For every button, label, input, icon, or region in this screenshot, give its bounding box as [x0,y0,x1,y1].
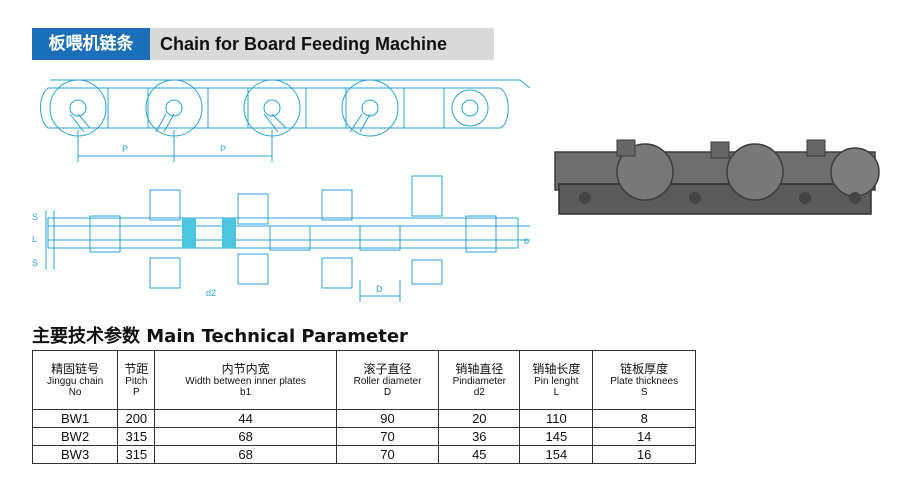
column-header-cn: 滚子直径 [363,362,412,376]
highlight-roller [222,218,236,248]
title-bar: 板喂机链条 Chain for Board Feeding Machine [32,28,494,60]
table-cell: 200 [117,409,156,428]
attachment-plate [237,253,269,285]
highlight-roller [182,218,196,248]
table-cell: 44 [154,409,337,428]
table-cell: 110 [519,409,594,428]
table-cell: 68 [154,445,337,464]
pitch-label: P [220,144,226,154]
attachment-plate [411,259,443,285]
table-cell: 315 [117,427,156,446]
column-header-cn: 销轴直径 [455,362,504,376]
column-header-en: Roller diameter [353,376,422,387]
s-label: S [32,258,38,268]
title-chinese: 板喂机链条 [32,28,150,60]
column-header-cn: 链板厚度 [620,362,669,376]
table-cell: 68 [154,427,337,446]
roller-circles [49,79,489,137]
roller [726,143,784,201]
column-header-en: Width between inner plates [185,376,306,387]
attachment-plate [149,189,181,221]
attachment-plate [321,189,353,221]
column-header-symbol: No [68,387,82,398]
parameters-title: 主要技术参数 Main Technical Parameter [32,326,408,347]
attachment-plate [149,257,181,289]
table-cell: 70 [335,445,440,464]
column-header-en: Pin lenght [534,376,579,387]
column-header-symbol: d2 [473,387,485,398]
roller [616,143,674,201]
roller [830,147,880,197]
table-cell: BW2 [31,427,119,446]
roller-circle [451,89,489,127]
table-cell: 70 [335,427,440,446]
l-label: L [32,234,37,244]
chain-photo [554,139,880,215]
link-plate [107,87,149,129]
column-header-symbol: L [553,387,560,398]
column-header-cn: 节距 [124,362,149,376]
title-english: Chain for Board Feeding Machine [160,34,448,54]
table-cell: 45 [438,445,521,464]
column-header-cn: 精固链号 [51,362,100,376]
column-header-symbol: b1 [240,387,252,398]
link-plate [207,87,249,129]
d-label: D [376,284,383,294]
column-header-symbol: S [640,387,648,398]
roller-circle [341,79,399,137]
s-label: S [32,212,38,222]
table-cell: BW1 [31,409,119,428]
table-cell: BW3 [31,445,119,464]
d2-label: d2 [206,288,216,298]
column-header-en: Pitch [125,376,148,387]
table-cell: 36 [438,427,521,446]
technical-drawing: P P S S L b1 d2 D [32,79,530,302]
link-plate [403,87,445,129]
column-header-cn: 销轴长度 [532,362,581,376]
table-cell: 14 [592,427,696,446]
column-header-symbol: P [132,387,140,398]
table-cell: 20 [438,409,521,428]
table-cell: 154 [519,445,594,464]
attachment-plate [411,175,443,217]
column-header-en: Pindiameter [452,376,506,387]
column-header-en: Plate thicknees [610,376,679,387]
attachment-plate [321,257,353,289]
b1-label: b1 [524,236,530,246]
table-cell: 8 [592,409,696,428]
pitch-label: P [122,144,128,154]
table-cell: 90 [335,409,440,428]
link-plate [305,87,347,129]
column-header-cn: 内节内宽 [221,362,270,376]
column-header-en: Jinggu chain [47,376,104,387]
table-cell: 315 [117,445,156,464]
table-cell: 145 [519,427,594,446]
attachment-plate [237,193,269,225]
column-header-symbol: D [383,387,392,398]
table-cell: 16 [592,445,696,464]
